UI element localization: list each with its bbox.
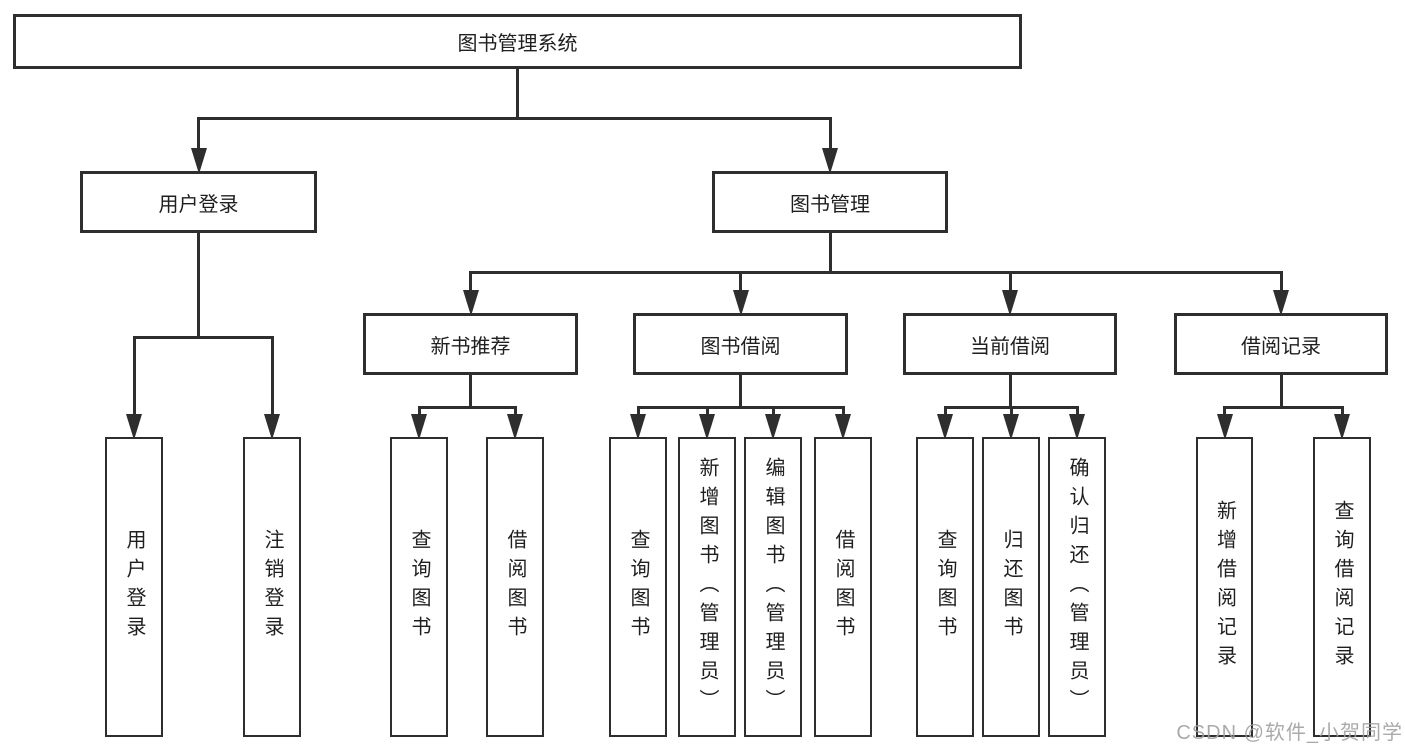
node-cb-confirm: 确认归还（管理员） [1048,437,1106,737]
node-label-br-query: 查询借阅记录 [1331,500,1353,674]
node-label-root: 图书管理系统 [457,33,578,55]
node-label-bb-query: 查询图书 [627,529,649,645]
node-bb-edit: 编辑图书（管理员） [744,437,802,737]
arrowhead-ul-login [126,414,142,440]
node-bb-query: 查询图书 [609,437,667,737]
arrowhead-cb-return [1003,414,1019,440]
connector-bus-borrow-records [1223,405,1344,409]
node-label-user-login: 用户登录 [158,193,239,216]
node-label-cb-query: 查询图书 [934,529,956,645]
arrowhead-nbr-borrow [507,414,523,440]
csdn-watermark: CSDN @软件_小贺同学 [1176,722,1403,744]
connector-bus-user-login [132,335,274,339]
connector-branch-br-query [1340,407,1344,417]
node-book-borrow: 图书借阅 [633,313,848,375]
connector-bus-new-book-rec [417,405,517,409]
node-new-book-rec: 新书推荐 [363,313,578,375]
node-label-bb-add: 新增图书（管理员） [696,456,718,718]
node-label-book-borrow: 图书借阅 [700,335,781,358]
connector-branch-borrow-records [1279,272,1283,293]
node-label-nbr-query: 查询图书 [408,529,430,645]
node-label-bb-edit: 编辑图书（管理员） [762,456,784,718]
connector-branch-bb-edit [771,407,775,417]
connector-stem-book-borrow [739,375,742,407]
connector-branch-cb-return [1009,407,1013,417]
node-label-current-borrow: 当前借阅 [970,335,1050,358]
arrowhead-nbr-query [411,414,427,440]
node-ul-logout: 注销登录 [243,437,301,737]
connector-branch-br-add [1223,407,1226,417]
arrowhead-bb-edit [765,414,781,440]
connector-branch-bb-add [705,407,709,417]
arrowhead-book-borrow [732,290,749,316]
node-ul-login: 用户登录 [105,437,163,737]
connector-stem-new-book-rec [469,375,472,407]
node-label-nbr-borrow: 借阅图书 [504,529,526,645]
node-label-ul-logout: 注销登录 [261,529,283,645]
arrowhead-br-add [1216,414,1233,440]
arrowhead-borrow-records [1273,290,1289,316]
node-book-mgmt: 图书管理 [712,171,948,233]
node-label-borrow-records: 借阅记录 [1241,335,1321,358]
node-label-cb-confirm: 确认归还（管理员） [1066,456,1088,718]
node-br-add: 新增借阅记录 [1196,437,1253,737]
connector-branch-new-book-rec [469,272,472,293]
connector-branch-bb-query [636,407,640,417]
node-label-book-mgmt: 图书管理 [790,193,870,216]
connector-branch-ul-logout [270,337,274,417]
connector-stem-book-mgmt [828,233,832,272]
connector-branch-book-borrow [739,272,742,293]
arrowhead-user-login [190,148,207,174]
node-nbr-borrow: 借阅图书 [486,437,544,737]
node-borrow-records: 借阅记录 [1174,313,1388,375]
node-bb-borrow: 借阅图书 [814,437,872,737]
connector-branch-nbr-borrow [513,407,517,417]
arrowhead-ul-logout [264,414,280,440]
connector-branch-ul-login [132,337,136,417]
arrowhead-new-book-rec [462,290,479,316]
connector-branch-current-borrow [1008,272,1012,293]
node-bb-add: 新增图书（管理员） [678,437,736,737]
node-br-query: 查询借阅记录 [1313,437,1371,737]
node-label-cb-return: 归还图书 [1000,529,1022,645]
arrowhead-cb-confirm [1069,414,1085,440]
connector-branch-nbr-query [417,407,421,417]
arrowhead-br-query [1334,414,1350,440]
connector-bus-root [197,116,832,120]
arrowhead-bb-borrow [835,414,851,440]
node-root: 图书管理系统 [13,14,1022,69]
node-cb-query: 查询图书 [916,437,974,737]
node-label-br-add: 新增借阅记录 [1213,500,1236,674]
connector-branch-bb-borrow [841,407,845,417]
connector-bus-book-mgmt [469,270,1283,274]
connector-branch-user-login [197,118,200,151]
connector-stem-root [516,69,519,118]
connector-bus-book-borrow [636,405,845,409]
connector-branch-cb-confirm [1075,407,1079,417]
node-cb-return: 归还图书 [982,437,1040,737]
node-nbr-query: 查询图书 [390,437,448,737]
connector-stem-current-borrow [1008,375,1012,407]
arrowhead-cb-query [937,414,953,440]
node-label-bb-borrow: 借阅图书 [832,529,854,645]
node-label-ul-login: 用户登录 [123,529,145,645]
connector-branch-cb-query [943,407,947,417]
arrowhead-bb-add [699,414,715,440]
connector-stem-borrow-records [1279,375,1283,407]
node-user-login: 用户登录 [80,171,317,233]
arrowhead-bb-query [630,414,646,440]
node-current-borrow: 当前借阅 [903,313,1117,375]
arrowhead-current-borrow [1002,290,1018,316]
node-label-new-book-rec: 新书推荐 [430,335,511,358]
arrowhead-book-mgmt [822,148,838,174]
connector-stem-user-login [197,233,200,337]
connector-branch-book-mgmt [828,118,832,151]
